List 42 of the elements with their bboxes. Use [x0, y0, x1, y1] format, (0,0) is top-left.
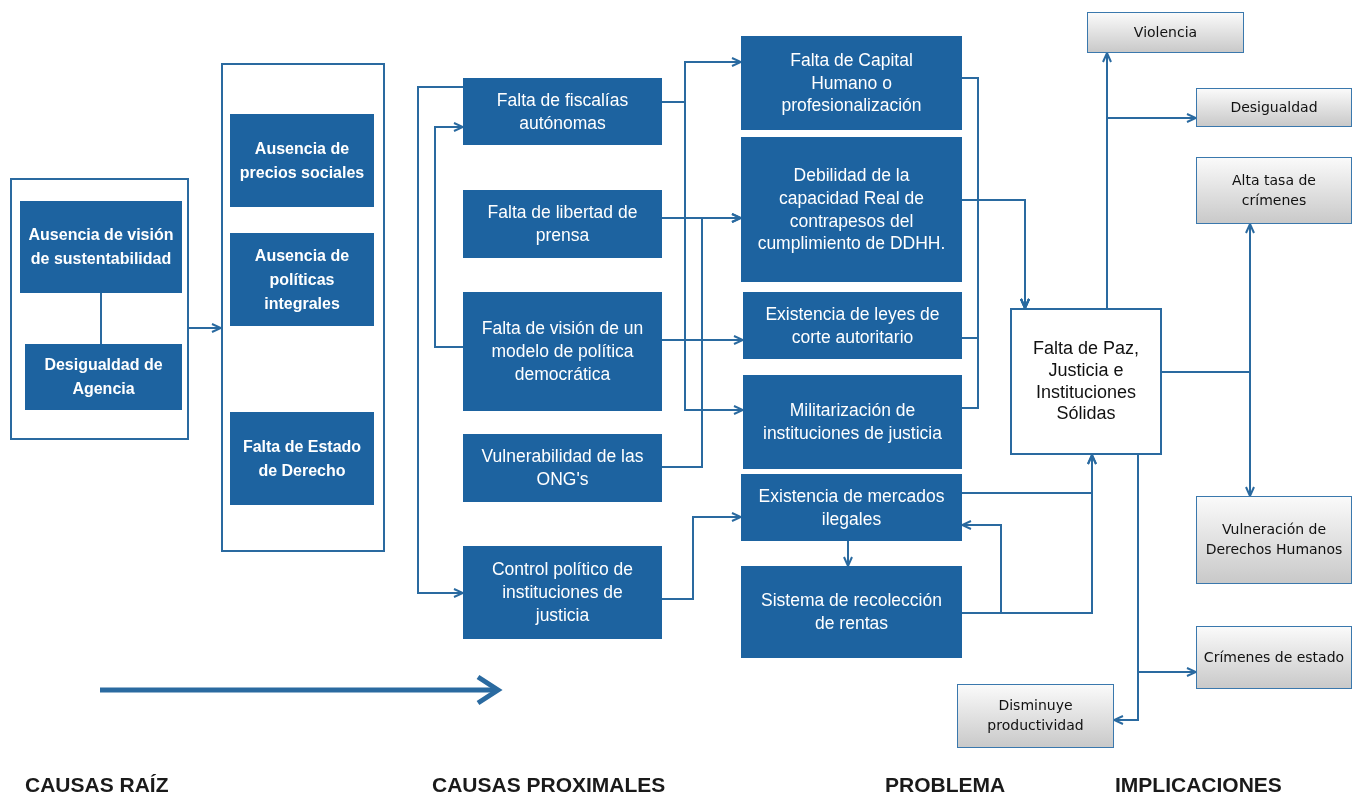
- cause-box: Existencia de leyes de corte autoritario: [743, 292, 962, 359]
- arrow: [843, 540, 853, 567]
- cause-box: Ausencia de visión de sustentabilidad: [20, 201, 182, 293]
- cause-box: Falta de libertad de prensa: [463, 190, 662, 258]
- arrow: [188, 323, 222, 333]
- group-frame: [10, 178, 189, 440]
- connector-line: [100, 292, 102, 345]
- arrow: [661, 335, 744, 345]
- arrow: [1161, 371, 1255, 497]
- cause-box: Falta de visión de un modelo de política democrática: [463, 292, 662, 411]
- implication-box: Violencia: [1087, 12, 1244, 53]
- cause-box: Desigualdad de Agencia: [25, 344, 182, 410]
- cause-box: Falta de fiscalías autónomas: [463, 78, 662, 145]
- cause-box: Falta de Estado de Derecho: [230, 412, 374, 505]
- stage-heading: CAUSAS PROXIMALES: [432, 773, 666, 797]
- stage-heading: CAUSAS RAÍZ: [25, 773, 169, 797]
- arrow: [961, 199, 1030, 409]
- arrow: [961, 520, 1002, 614]
- arrow: [1113, 454, 1139, 725]
- implication-box: Alta tasa de crímenes: [1196, 157, 1352, 224]
- implication-box: Crímenes de estado: [1196, 626, 1352, 689]
- stage-heading: IMPLICACIONES: [1115, 773, 1282, 797]
- arrow: [434, 122, 464, 348]
- stage-heading: PROBLEMA: [885, 773, 1006, 797]
- cause-box: Ausencia de precios sociales: [230, 114, 374, 207]
- cause-box: Ausencia de políticas integrales: [230, 233, 374, 326]
- problem-box: Falta de Paz, Justicia e Instituciones Sólidas: [1010, 308, 1162, 455]
- cause-box: Existencia de mercados ilegales: [741, 474, 962, 541]
- arrow: [1106, 113, 1197, 309]
- group-frame: [221, 63, 385, 552]
- implication-box: Desigualdad: [1196, 88, 1352, 127]
- arrow: [661, 512, 742, 600]
- implication-box: Disminuye productividad: [957, 684, 1114, 748]
- arrow: [417, 86, 464, 598]
- cause-box: Sistema de recolección de rentas: [741, 566, 962, 658]
- cause-box: Control político de instituciones de justicia: [463, 546, 662, 639]
- cause-box: Debilidad de la capacidad Real de contrapesos del cumplimiento de DDHH.: [741, 137, 962, 282]
- cause-box: Falta de Capital Humano o profesionalización: [741, 36, 962, 130]
- cause-box: Militarización de instituciones de justicia: [743, 375, 962, 469]
- cause-box: Vulnerabilidad de las ONG's: [463, 434, 662, 502]
- implication-box: Vulneración de Derechos Humanos: [1196, 496, 1352, 584]
- arrow: [661, 213, 742, 468]
